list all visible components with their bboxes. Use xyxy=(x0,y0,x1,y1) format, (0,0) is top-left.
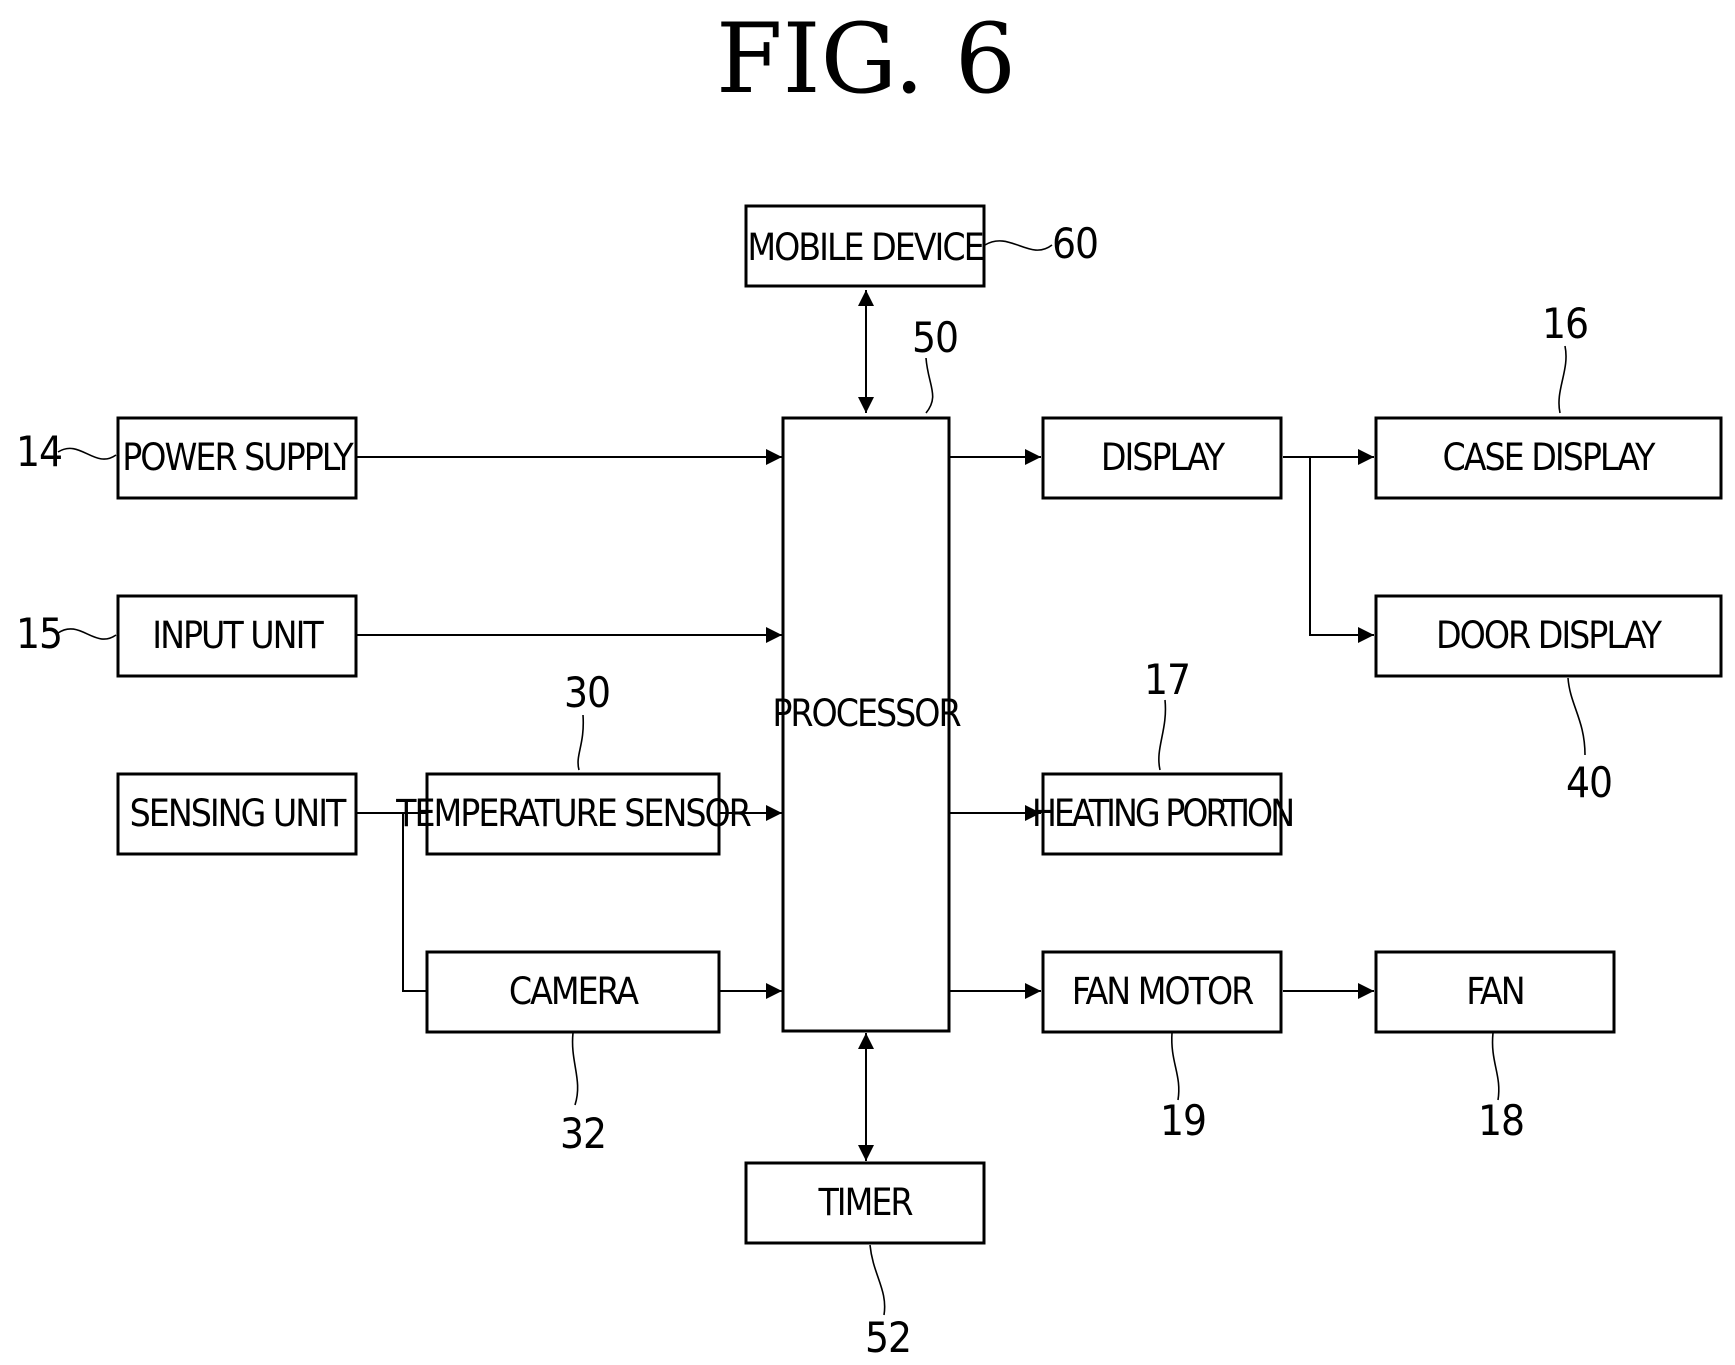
camera-label: CAMERA xyxy=(509,970,639,1013)
mobile-device-label: MOBILE DEVICE xyxy=(747,226,982,269)
ref-52: 52 xyxy=(865,1313,911,1362)
leader-16 xyxy=(1559,346,1566,413)
case-display-block: CASE DISPLAY xyxy=(1376,418,1721,498)
ref-15: 15 xyxy=(16,609,62,658)
temperature-sensor-label: TEMPERATURE SENSOR xyxy=(395,792,752,835)
fan-label: FAN xyxy=(1466,970,1523,1013)
ref-18: 18 xyxy=(1478,1096,1524,1145)
sensing-unit-label: SENSING UNIT xyxy=(130,792,347,835)
sensing-unit-camera-branch xyxy=(403,813,426,991)
sensing-unit-block: SENSING UNIT xyxy=(118,774,356,854)
timer-block: TIMER xyxy=(746,1163,984,1243)
figure-title: FIG. 6 xyxy=(716,3,1016,115)
processor-label: PROCESSOR xyxy=(772,692,961,735)
leader-14 xyxy=(58,448,116,459)
leader-18 xyxy=(1493,1033,1499,1100)
ref-14: 14 xyxy=(16,427,62,476)
fan-motor-block: FAN MOTOR xyxy=(1043,952,1281,1032)
input-unit-block: INPUT UNIT xyxy=(118,596,356,676)
leader-30 xyxy=(578,715,583,770)
ref-30: 30 xyxy=(564,668,610,717)
door-display-label: DOOR DISPLAY xyxy=(1436,614,1663,657)
leader-19 xyxy=(1172,1033,1179,1100)
ref-16: 16 xyxy=(1542,299,1588,348)
leader-40 xyxy=(1568,678,1585,755)
leader-17 xyxy=(1159,700,1166,770)
timer-label: TIMER xyxy=(817,1181,913,1224)
display-label: DISPLAY xyxy=(1101,436,1226,479)
leader-32 xyxy=(573,1033,578,1105)
ref-17: 17 xyxy=(1144,655,1190,704)
temperature-sensor-block: TEMPERATURE SENSOR xyxy=(395,774,752,854)
ref-50: 50 xyxy=(912,313,958,362)
leader-50 xyxy=(926,358,933,413)
case-display-label: CASE DISPLAY xyxy=(1442,436,1656,479)
leader-15 xyxy=(58,629,116,639)
door-display-block: DOOR DISPLAY xyxy=(1376,596,1721,676)
leader-52 xyxy=(870,1245,885,1315)
input-unit-label: INPUT UNIT xyxy=(152,614,324,657)
ref-40: 40 xyxy=(1566,758,1612,807)
processor-block: PROCESSOR xyxy=(772,418,961,1031)
door-display-arrow xyxy=(1310,457,1374,635)
heating-portion-block: HEATING PORTION xyxy=(1032,774,1292,854)
power-supply-block: POWER SUPPLY xyxy=(118,418,356,498)
ref-32: 32 xyxy=(560,1109,606,1158)
leader-60 xyxy=(985,241,1052,250)
mobile-device-block: MOBILE DEVICE xyxy=(746,206,984,286)
fan-block: FAN xyxy=(1376,952,1614,1032)
ref-19: 19 xyxy=(1160,1096,1206,1145)
ref-60: 60 xyxy=(1052,219,1098,268)
heating-portion-label: HEATING PORTION xyxy=(1032,792,1292,835)
fan-motor-label: FAN MOTOR xyxy=(1072,970,1254,1013)
camera-block: CAMERA xyxy=(427,952,719,1032)
power-supply-label: POWER SUPPLY xyxy=(122,436,354,479)
display-block: DISPLAY xyxy=(1043,418,1281,498)
